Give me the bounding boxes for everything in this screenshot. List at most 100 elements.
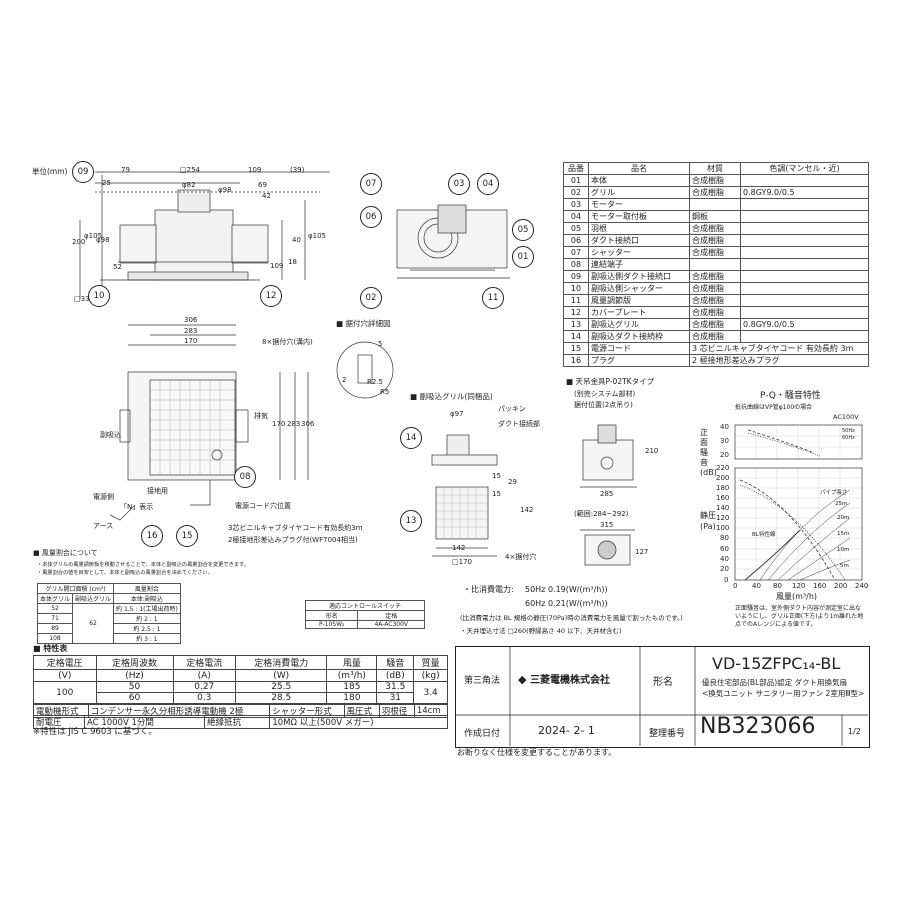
air-cell: 52 xyxy=(36,603,74,614)
x-tick: 200 xyxy=(834,582,848,590)
air-subheader-cell: 本体:副吸込 xyxy=(113,593,181,604)
dim: 306 xyxy=(301,420,315,428)
spec-extra-cell: 10MΩ 以上(500V メガー) xyxy=(269,715,448,729)
ctrl-cell: 4A-AC300V xyxy=(357,620,425,629)
spec-header-cell: 騒音 xyxy=(376,655,415,670)
parts-cell: 合成樹脂 xyxy=(689,294,741,307)
cord-note: 3芯ビニルキャブタイヤコード有効長約3m xyxy=(228,524,363,532)
spec-row-60: 60 0.3 28.5 180 31 xyxy=(34,692,448,704)
ctrl-row: P-10SW₂ 4A-AC300V xyxy=(304,620,425,629)
dim: □330 xyxy=(74,295,94,303)
spec-title: ■ 特性表 xyxy=(33,644,68,653)
parts-cell: 10 xyxy=(563,282,589,295)
parts-cell: 合成樹脂 xyxy=(689,222,741,235)
sub-grille-title-text: 副吸込グリル(同梱品) xyxy=(419,392,493,401)
control-switch-table: 適応コントロールスイッチ 形名 定格 P-10SW₂ 4A-AC300V xyxy=(304,600,425,629)
parts-cell: 副吸込側シャッター xyxy=(588,282,690,295)
spec-mass: 3.4 xyxy=(413,681,448,704)
parts-cell: カバープレート xyxy=(588,306,690,319)
parts-cell: 風量調節版 xyxy=(588,294,690,307)
callout-04: 04 xyxy=(477,173,499,195)
dim: 306 xyxy=(184,316,198,324)
spec-unit-cell: (Hz) xyxy=(95,669,174,682)
x-tick: 120 xyxy=(792,582,806,590)
air-subheader: 本体グリル 副吸込グリル 本体:副吸込 xyxy=(36,593,181,604)
callout-11: 11 xyxy=(482,287,504,309)
spec-footnote: ※特性は JIS C 9603 に基づく。 xyxy=(33,727,157,737)
parts-cell: 15 xyxy=(563,342,589,355)
exhaust-label: 排気 xyxy=(254,412,268,420)
pressure-tick: 180 xyxy=(716,484,730,492)
parts-cell: 12 xyxy=(563,306,589,319)
pressure-tick: 0 xyxy=(724,576,729,584)
parts-cell: プラグ xyxy=(588,354,690,367)
title-block: 第三角法 ◆ 三菱電機株式会社 形名 VD-15ZFPC₁₄-BL 優良住宅部品… xyxy=(455,646,870,748)
pressure-label: 静圧(Pa) xyxy=(700,511,716,531)
parts-cell: 合成樹脂 xyxy=(689,282,741,295)
spec-cell: 25.5 xyxy=(235,681,328,693)
parts-cell: 2 極接地形差込みプラグ xyxy=(689,354,869,367)
ctrl-header-row: 形名 定格 xyxy=(304,610,425,621)
parts-header: 品番 品名 材質 色調(マンセル・近) xyxy=(563,162,869,175)
parts-cell: 合成樹脂 xyxy=(689,234,741,247)
spec-unit-cell: (W) xyxy=(235,669,328,682)
spec-unit-row: (V) (Hz) (A) (W) (m³/h) (dB) (kg) xyxy=(33,669,448,682)
model-label: 形名 xyxy=(653,677,673,688)
parts-cell xyxy=(740,246,869,259)
company-name: 三菱電機株式会社 xyxy=(529,675,610,686)
airflow-line: ・風量割合の値を目安として、本体と副吸込の風量割合を決めてください。 xyxy=(37,570,213,576)
dim: 127 xyxy=(635,548,649,556)
dim: □254 xyxy=(180,166,200,174)
parts-cell: 副吸込グリル xyxy=(588,318,690,331)
bl-label: BL特性線 xyxy=(752,532,776,538)
callout-08: 08 xyxy=(234,466,256,488)
dim: 109 xyxy=(248,166,262,174)
parts-cell: シャッター xyxy=(588,246,690,259)
sub-intake-label: 副吸込 xyxy=(100,431,121,439)
earth-label: アース xyxy=(93,522,114,530)
power-50hz: 50Hz 0.19(W/(m³/h)) xyxy=(525,585,608,594)
dim: 109 xyxy=(270,262,284,270)
dim: 315 xyxy=(600,521,614,529)
air-cell: 約 2.5 : 1 xyxy=(113,623,181,634)
dim: 69 xyxy=(258,181,267,189)
spec-unit-cell: (A) xyxy=(172,669,237,682)
pipe-label: パイプ長さ xyxy=(820,490,848,496)
parts-cell xyxy=(740,198,869,211)
legend-60hz: 60Hz xyxy=(842,435,855,441)
air-row: 108 約 3 : 1 xyxy=(36,633,181,644)
parts-cell xyxy=(740,294,869,307)
plan-view-lines xyxy=(109,324,309,521)
pressure-tick: 120 xyxy=(716,514,730,522)
parts-cell: 連結端子 xyxy=(588,258,690,271)
dim: 29 xyxy=(508,478,517,486)
date-label: 作成日付 xyxy=(464,729,501,739)
air-cell: 62 xyxy=(72,603,115,644)
dim: 79 xyxy=(121,166,130,174)
legend-50hz: 50Hz xyxy=(842,428,855,434)
parts-cell: 06 xyxy=(563,234,589,247)
dim: 285 xyxy=(600,490,614,498)
ceiling-note: ・天井埋込寸法 □260(野縁高さ 40 以下、天井材含む) xyxy=(460,627,622,635)
dim: 170 xyxy=(184,337,198,345)
spec-unit-cell: (V) xyxy=(33,669,97,682)
airflow-table: グリル開口面積 (cm²) 風量割合 本体グリル 副吸込グリル 本体:副吸込 5… xyxy=(36,583,181,644)
parts-cell: 07 xyxy=(563,246,589,259)
dim: 18 xyxy=(288,258,297,266)
parts-cell: 05 xyxy=(563,222,589,235)
header-cell: 品番 xyxy=(563,162,589,175)
pressure-tick: 40 xyxy=(720,555,729,563)
callout-12: 12 xyxy=(260,285,282,307)
parts-cell: 本体 xyxy=(588,174,690,187)
pq-title: P-Q・騒音特性 xyxy=(760,391,821,401)
side-view-lines xyxy=(396,204,510,279)
pipe-length: 5m xyxy=(840,563,849,569)
ctrl-title-row: 適応コントロールスイッチ xyxy=(305,600,425,611)
